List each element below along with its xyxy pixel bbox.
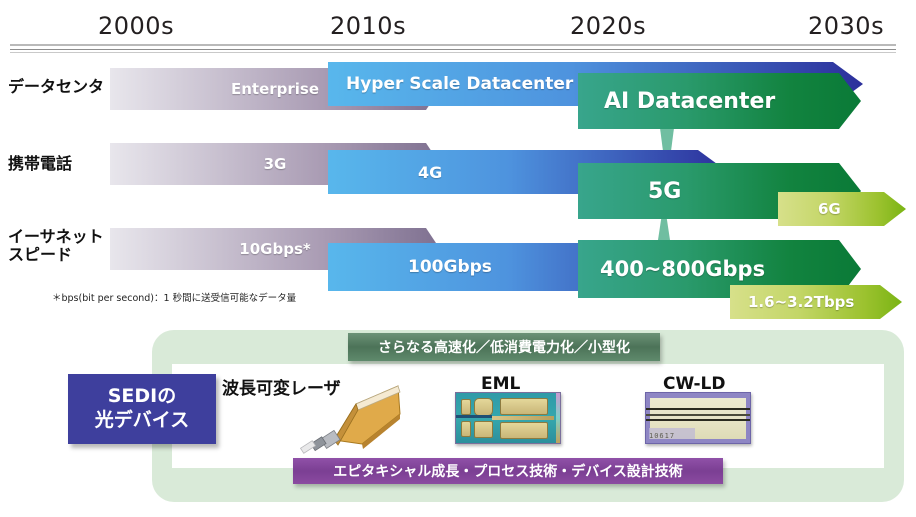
decade-label-2000s: 2000s <box>98 12 175 40</box>
device-caption-eml: EML <box>481 374 521 394</box>
axis-rule-upper <box>10 44 896 46</box>
row-label-datacenter: データセンタ <box>8 77 105 96</box>
axis-rule-lower <box>10 52 896 53</box>
cw-ld-marking: 10617 <box>649 432 676 440</box>
decade-label-2030s: 2030s <box>808 12 885 40</box>
sedi-optical-devices-box: SEDIの 光デバイス <box>68 374 216 444</box>
bar-1-6-3-2tbps: 1.6~3.2Tbps <box>730 285 902 319</box>
device-caption-cw-ld: CW-LD <box>663 374 726 394</box>
row-label-mobile: 携帯電話 <box>8 154 73 173</box>
decade-label-2010s: 2010s <box>330 12 407 40</box>
axis-rule-middle <box>10 49 896 50</box>
eml-chip-icon <box>455 392 561 444</box>
device-caption-tunable-laser: 波長可変レーザ <box>222 379 341 399</box>
tunable-laser-icon <box>299 382 404 456</box>
row-label-ethernet: イーサネット スピード <box>8 227 104 265</box>
cw-ld-chip-icon: 10617 <box>645 392 751 444</box>
banner-further-improvement: さらなる高速化／低消費電力化／小型化 <box>348 333 660 361</box>
decade-label-2020s: 2020s <box>570 12 647 40</box>
bar-6g: 6G <box>778 192 906 226</box>
bar-ai-datacenter: AI Datacenter <box>578 73 861 129</box>
footnote-bps: ＊bps(bit per second)：1 秒間に送受信可能なデータ量 <box>52 293 297 304</box>
banner-epitaxial-process-design: エピタキシャル成長・プロセス技術・デバイス設計技術 <box>293 458 723 484</box>
